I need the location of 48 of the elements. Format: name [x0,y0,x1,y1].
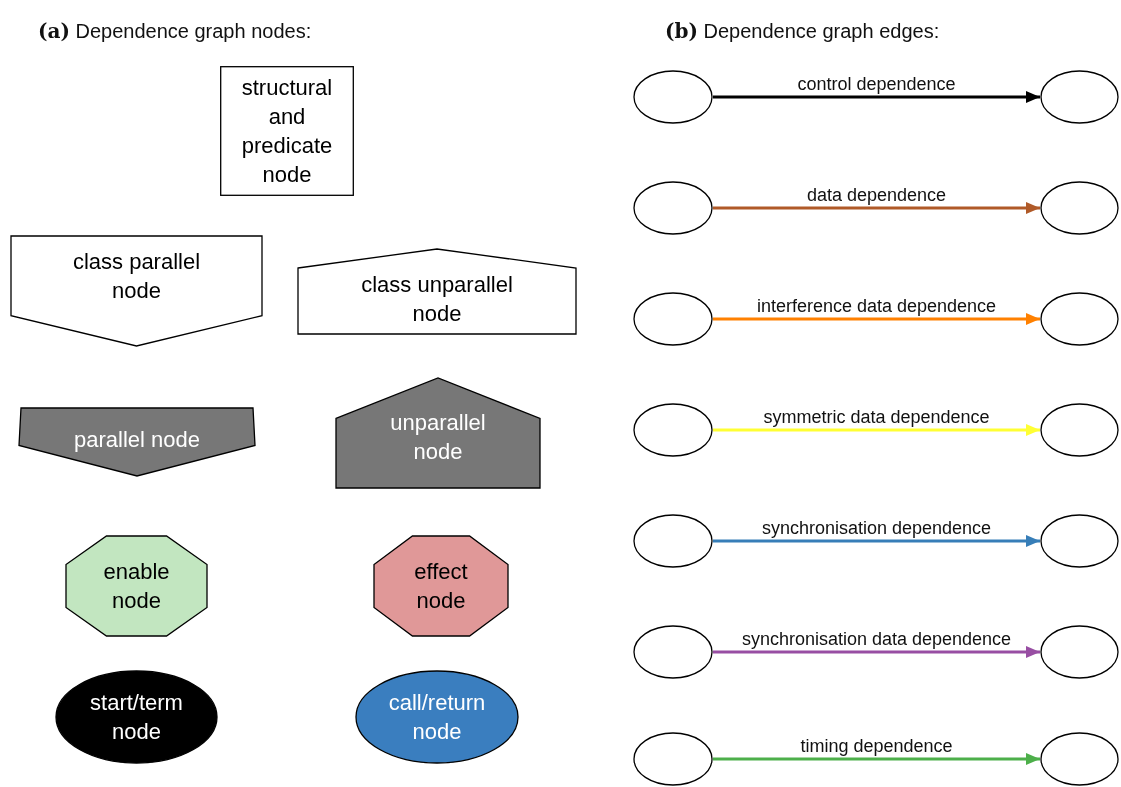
ellipse-node [633,181,713,235]
arrow [713,753,1040,765]
pentagon-node [10,235,263,347]
edge-label: synchronisation dependence [760,518,993,538]
arrow [713,535,1040,547]
octagon-node [65,535,208,637]
node-label: start/term node [89,689,184,746]
arrow [713,313,1040,325]
ellipse-node [355,670,519,764]
arrow [713,91,1040,103]
ellipse-node [633,732,713,786]
edge-label: control dependence [796,74,957,94]
node-label: call/return node [387,689,487,746]
arrow [713,646,1040,658]
node-label: enable node [102,558,171,615]
ellipse-node [1040,292,1119,346]
ellipse-node [1040,625,1119,679]
ellipse-node [1040,181,1119,235]
ellipse-node [633,292,713,346]
ellipse-node [633,514,713,568]
octagon-node [373,535,509,637]
node-label: class unparallel node [360,270,514,328]
ellipse-node [633,403,713,457]
ellipse-node [633,625,713,679]
edge-label: timing dependence [799,736,954,756]
panel-heading: (a) Dependence graph nodes: [38,18,312,45]
process-box [220,66,354,196]
ellipse-node [55,670,218,764]
ellipse-node [1040,514,1119,568]
house-node [335,377,541,489]
ellipse-node [1040,403,1119,457]
ellipse-node [1040,70,1119,124]
ellipse-node [1040,732,1119,786]
panel-heading: (b) Dependence graph edges: [665,18,940,45]
node-label: unparallel node [389,409,487,466]
edge-label: data dependence [805,185,948,205]
node-label: class parallel node [71,248,202,305]
node-label: effect node [413,558,469,615]
node-label: parallel node [74,425,200,454]
pentagon-node [18,407,256,477]
ellipse-node [633,70,713,124]
arrow [713,202,1040,214]
edge-label: symmetric data dependence [762,407,991,427]
edge-label: synchronisation data dependence [740,629,1013,649]
edge-label: interference data dependence [755,296,998,316]
node-label: structural and predicate node [240,74,334,189]
house-node [297,248,577,335]
arrow [713,424,1040,436]
